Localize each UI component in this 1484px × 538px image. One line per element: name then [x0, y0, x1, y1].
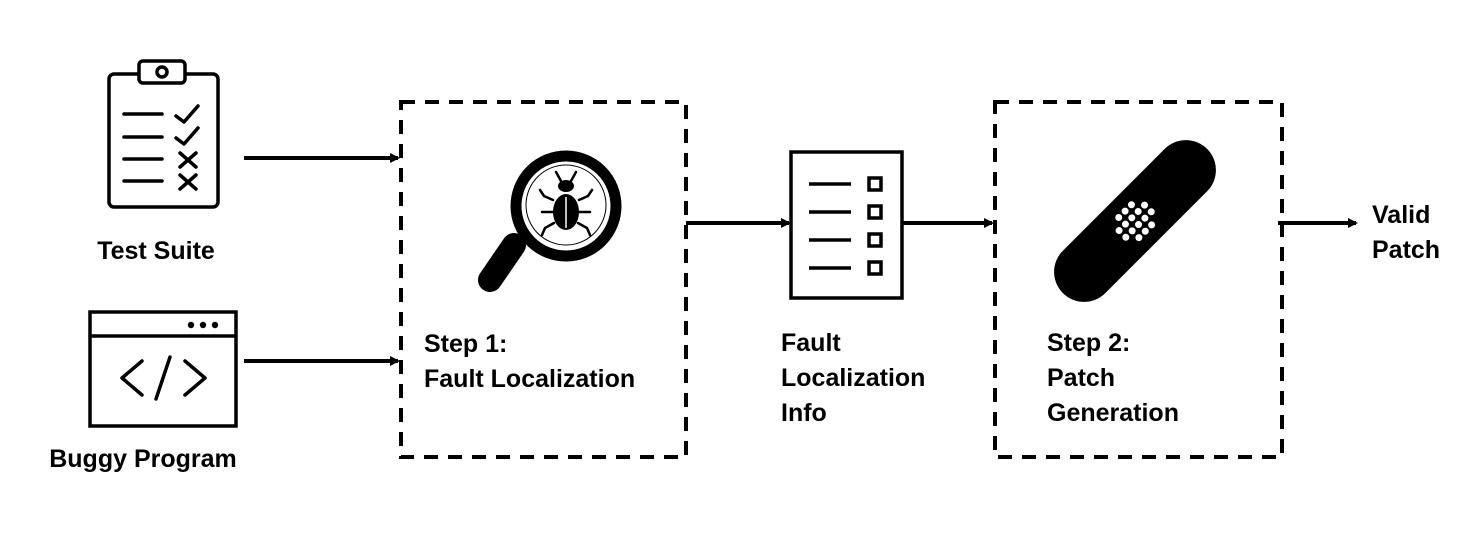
step1-name: Fault Localization — [424, 365, 636, 393]
document-list-icon — [789, 150, 904, 300]
buggy-program-label: Buggy Program — [49, 445, 237, 473]
step2-name-line2: Generation — [1047, 399, 1179, 427]
output-line1: Valid — [1372, 201, 1431, 229]
step2-box — [993, 100, 1284, 459]
magnifier-bug-icon — [478, 150, 622, 292]
fault-info-label: Fault Localization Info — [781, 326, 925, 431]
step1-box — [399, 100, 688, 459]
clipboard-checklist-icon — [107, 59, 220, 209]
bandage-icon — [1054, 140, 1216, 302]
fault-info-line3: Info — [781, 399, 827, 427]
step2-label: Step 2: Patch Generation — [1047, 326, 1179, 431]
code-window-icon — [88, 310, 238, 428]
step1-label: Step 1: Fault Localization — [424, 327, 635, 397]
step2-title: Step 2: — [1047, 329, 1131, 357]
step1-title: Step 1: — [424, 330, 508, 358]
fault-info-line1: Fault — [781, 329, 841, 357]
output-line2: Patch — [1372, 236, 1441, 264]
output-label: Valid Patch — [1372, 198, 1440, 268]
step2-name-line1: Patch — [1047, 364, 1116, 392]
test-suite-label: Test Suite — [97, 237, 215, 265]
fault-info-line2: Localization — [781, 364, 926, 392]
